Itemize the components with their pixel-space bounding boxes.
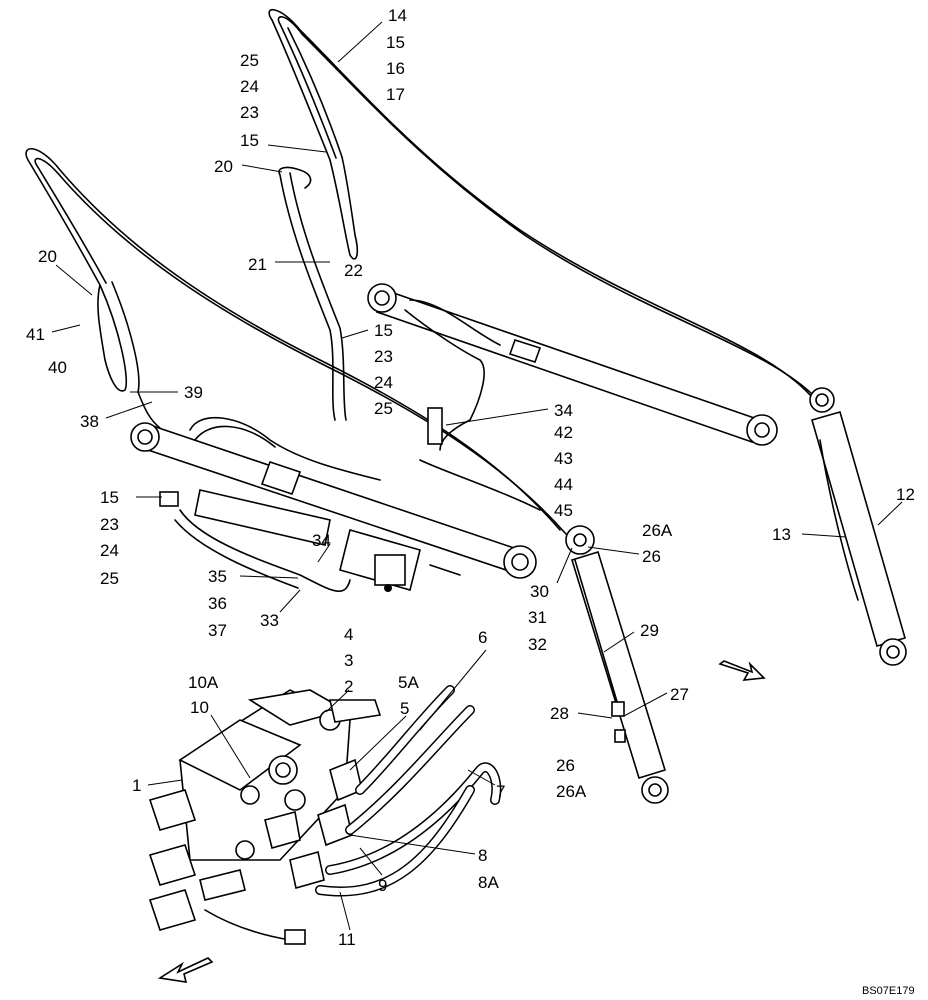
callout-37: 37	[208, 621, 227, 640]
callout-13: 13	[772, 525, 791, 544]
callout-7: 7	[496, 782, 505, 801]
callout-8: 8	[478, 846, 487, 865]
callout-1: 1	[132, 776, 141, 795]
center-lower-cylinder	[565, 525, 669, 804]
callout-17: 17	[386, 85, 405, 104]
callout-15: 15	[386, 33, 405, 52]
callout-12: 12	[896, 485, 915, 504]
callout-23: 23	[374, 347, 393, 366]
callout-10A: 10A	[188, 673, 219, 692]
callout-21: 21	[248, 255, 267, 274]
callout-34: 34	[312, 531, 331, 550]
callout-8A: 8A	[478, 873, 499, 892]
callout-22: 22	[344, 261, 363, 280]
callouts: 14 15 16 17 25 24 23 15 20 21 22 20 41 4…	[26, 6, 915, 997]
callout-15: 15	[100, 488, 119, 507]
upper-boom-cylinder	[367, 283, 778, 451]
callout-29: 29	[640, 621, 659, 640]
callout-23: 23	[100, 515, 119, 534]
callout-24: 24	[374, 373, 393, 392]
callout-20: 20	[214, 157, 233, 176]
callout-26: 26	[642, 547, 661, 566]
callout-6: 6	[478, 628, 487, 647]
callout-24: 24	[240, 77, 259, 96]
upper-right-hose-loop	[268, 8, 817, 399]
callout-25: 25	[240, 51, 259, 70]
callout-3: 3	[344, 651, 353, 670]
mid-valve-cluster	[159, 459, 541, 592]
callout-23: 23	[240, 103, 259, 122]
figure-code: BS07E179	[862, 985, 915, 997]
callout-27: 27	[670, 685, 689, 704]
callout-16: 16	[386, 59, 405, 78]
center-hose-pair	[278, 166, 347, 421]
callout-43: 43	[554, 449, 573, 468]
callout-33: 33	[260, 611, 279, 630]
callout-15: 15	[240, 131, 259, 150]
direction-arrow-right	[718, 660, 766, 681]
callout-40: 40	[48, 358, 67, 377]
callout-38: 38	[80, 412, 99, 431]
callout-42: 42	[554, 423, 573, 442]
callout-5A: 5A	[398, 673, 419, 692]
direction-arrow-left	[157, 957, 214, 983]
callout-32: 32	[528, 635, 547, 654]
callout-25: 25	[100, 569, 119, 588]
callout-10: 10	[190, 698, 209, 717]
callout-35: 35	[208, 567, 227, 586]
callout-26A: 26A	[642, 521, 673, 540]
callout-45: 45	[554, 501, 573, 520]
callout-36: 36	[208, 594, 227, 613]
callout-25: 25	[374, 399, 393, 418]
callout-24: 24	[100, 541, 119, 560]
callout-2: 2	[344, 677, 353, 696]
callout-4: 4	[344, 625, 353, 644]
callout-26: 26	[556, 756, 575, 775]
callout-14: 14	[388, 6, 407, 25]
callout-34: 34	[554, 401, 573, 420]
right-tilt-cylinder	[809, 387, 907, 666]
callout-20: 20	[38, 247, 57, 266]
left-boom-cylinder	[130, 416, 537, 579]
callout-26A: 26A	[556, 782, 587, 801]
callout-15: 15	[374, 321, 393, 340]
callout-5: 5	[400, 699, 409, 718]
valve-hoses	[315, 685, 502, 897]
callout-31: 31	[528, 608, 547, 627]
callout-44: 44	[554, 475, 573, 494]
main-control-valve	[148, 689, 382, 945]
callout-11: 11	[338, 930, 356, 949]
callout-41: 41	[26, 325, 45, 344]
callout-39: 39	[184, 383, 203, 402]
leader-lines	[51, 21, 903, 931]
callout-9: 9	[378, 876, 387, 895]
callout-28: 28	[550, 704, 569, 723]
callout-30: 30	[530, 582, 549, 601]
